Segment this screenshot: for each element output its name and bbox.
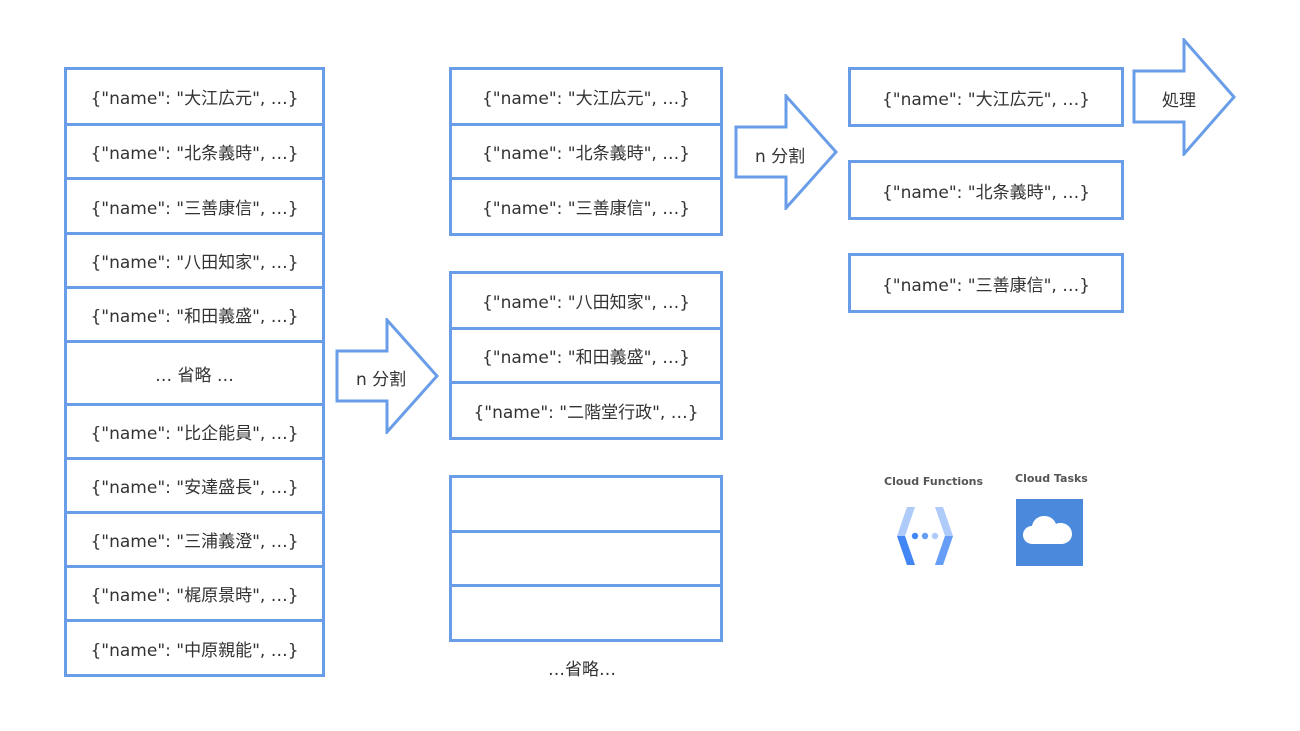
task-cell-2: {"name": "北条義時", …} — [848, 160, 1124, 220]
empty-cell — [449, 584, 723, 642]
record-cell: {"name": "大江広元", …} — [449, 67, 723, 126]
empty-cell — [449, 475, 723, 533]
omitted-caption: …省略… — [548, 660, 616, 680]
chunk-3 — [449, 475, 723, 642]
cloud-tasks-icon — [1016, 499, 1083, 566]
record-cell: {"name": "北条義時", …} — [64, 123, 325, 180]
split-arrow-2-label: n 分割 — [755, 147, 806, 167]
task-cell-3: {"name": "三善康信", …} — [848, 253, 1124, 313]
record-cell: {"name": "三善康信", …} — [449, 177, 723, 236]
cloud-tasks-label: Cloud Tasks — [1015, 472, 1088, 485]
record-cell: {"name": "三善康信", …} — [64, 177, 325, 235]
record-cell: {"name": "安達盛長", …} — [64, 457, 325, 514]
record-cell: {"name": "和田義盛", …} — [449, 327, 723, 384]
record-cell: {"name": "大江広元", …} — [64, 67, 325, 126]
omitted-cell: … 省略 … — [64, 340, 325, 406]
record-cell: {"name": "和田義盛", …} — [64, 286, 325, 343]
chunk-2: {"name": "八田知家", …} {"name": "和田義盛", …} … — [449, 271, 723, 440]
cloud-functions-icon — [893, 505, 957, 571]
record-cell: {"name": "二階堂行政", …} — [449, 381, 723, 440]
source-list: {"name": "大江広元", …} {"name": "北条義時", …} … — [64, 67, 325, 677]
record-cell: {"name": "三浦義澄", …} — [64, 511, 325, 568]
record-cell: {"name": "八田知家", …} — [64, 232, 325, 289]
split-arrow-1-label: n 分割 — [356, 370, 407, 390]
chunk-1: {"name": "大江広元", …} {"name": "北条義時", …} … — [449, 67, 723, 236]
split-arrow-1 — [335, 318, 441, 434]
record-cell: {"name": "北条義時", …} — [449, 123, 723, 180]
empty-cell — [449, 530, 723, 587]
record-cell: {"name": "梶原景時", …} — [64, 565, 325, 622]
split-arrow-2 — [734, 94, 840, 210]
record-cell: {"name": "比企能員", …} — [64, 403, 325, 460]
task-cell-1: {"name": "大江広元", …} — [848, 67, 1124, 127]
record-cell: {"name": "中原親能", …} — [64, 619, 325, 677]
process-arrow-label: 処理 — [1162, 91, 1196, 111]
record-cell: {"name": "八田知家", …} — [449, 271, 723, 330]
cloud-functions-label: Cloud Functions — [884, 475, 984, 488]
process-arrow — [1132, 38, 1238, 156]
